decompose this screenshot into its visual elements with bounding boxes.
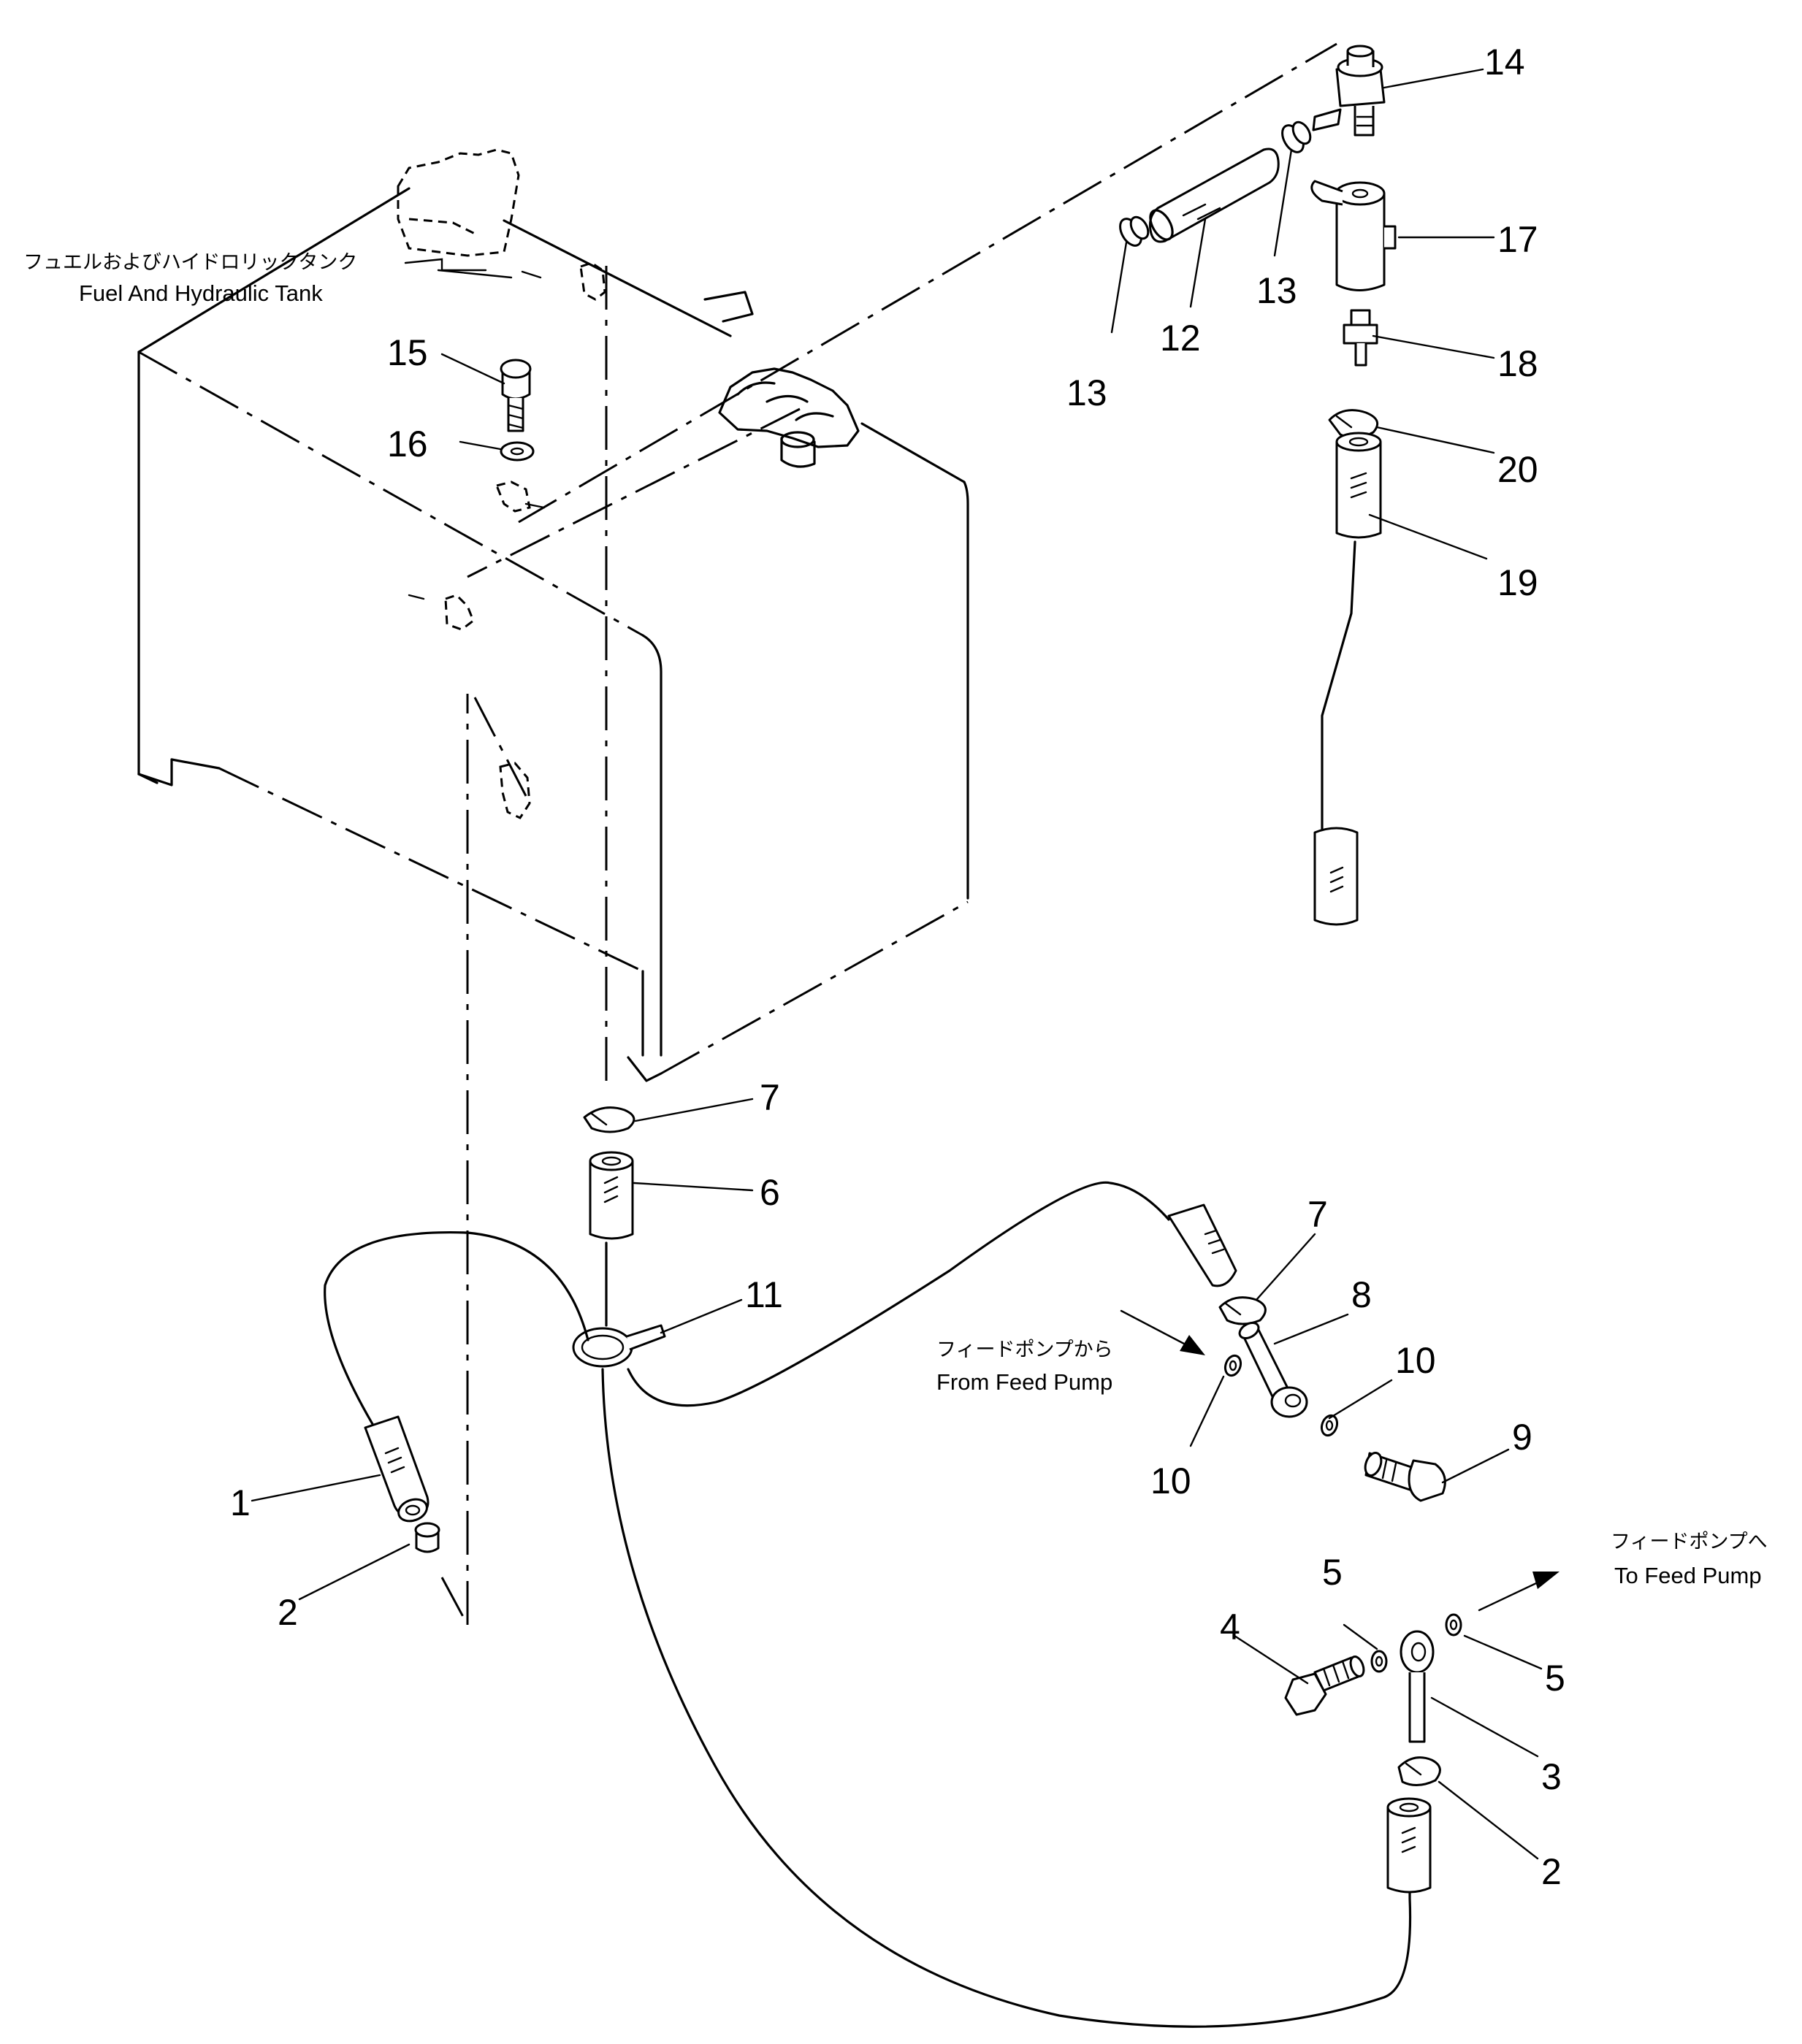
- assembly-centre-lines: [440, 42, 1337, 1626]
- hose-6: [589, 1151, 634, 1240]
- to-feed-pump-caption-japanese: フィードポンプへ: [1611, 1531, 1768, 1553]
- part-number-5-left: 5: [1322, 1552, 1343, 1593]
- washer-5-right: [1445, 1613, 1462, 1637]
- part-number-10-left: 10: [1150, 1461, 1191, 1501]
- part-number-7-upper: 7: [760, 1077, 780, 1118]
- part-number-19: 19: [1497, 562, 1538, 603]
- part-number-4: 4: [1220, 1607, 1240, 1647]
- part-number-8: 8: [1351, 1274, 1372, 1315]
- clamp-2-right: [1397, 1756, 1441, 1786]
- clamp-13-left: [1119, 215, 1150, 247]
- part-number-15: 15: [387, 332, 428, 373]
- hose-end-feed-in: [1167, 1203, 1237, 1287]
- part-number-20: 20: [1497, 449, 1538, 490]
- lower-hose-routing: [324, 1106, 1412, 2028]
- bolt-9: [1364, 1452, 1446, 1502]
- part-numbers: 14 17 13 12 13 18 20 19 15 16 7 6 11 7 8…: [230, 42, 1565, 1892]
- part-number-13-left: 13: [1066, 372, 1107, 413]
- to-feed-pump-caption-english: To Feed Pump: [1614, 1563, 1762, 1588]
- hose-12: [1149, 148, 1280, 243]
- hose-1: [364, 1415, 429, 1523]
- clamp-7-pump: [1218, 1296, 1267, 1325]
- part-number-2-left: 2: [278, 1592, 298, 1633]
- clamp-11: [572, 1324, 666, 1368]
- captions: フュエルおよびハイドロリックタンク Fuel And Hydraulic Tan…: [23, 251, 1768, 1588]
- banjo-8: [1238, 1322, 1308, 1418]
- arrow-head-out: [1532, 1572, 1559, 1589]
- from-feed-pump-fittings: [1218, 1296, 1446, 1502]
- washer-10-right: [1320, 1414, 1339, 1437]
- tank-bolt-assembly: [500, 359, 535, 462]
- bolt-4: [1284, 1656, 1365, 1716]
- tank-caption-japanese: フュエルおよびハイドロリックタンク: [23, 251, 357, 274]
- part-number-9: 9: [1512, 1417, 1532, 1458]
- washer-5-left: [1370, 1650, 1388, 1673]
- washer-16: [500, 441, 535, 462]
- part-number-17: 17: [1497, 219, 1538, 260]
- part-number-2-right: 2: [1541, 1851, 1562, 1892]
- part-number-12: 12: [1160, 318, 1201, 359]
- part-number-18: 18: [1497, 343, 1538, 384]
- part-number-10-right: 10: [1395, 1340, 1436, 1381]
- washer-10-left: [1223, 1354, 1242, 1377]
- part-number-1: 1: [230, 1482, 251, 1523]
- fuel-hydraulic-tank: [137, 148, 969, 1082]
- from-feed-pump-caption-japanese: フィードポンプから: [936, 1339, 1113, 1361]
- part-number-5-right: 5: [1545, 1658, 1565, 1699]
- hose-19: [1313, 432, 1382, 926]
- upper-return-hose-assembly: [1119, 45, 1386, 247]
- fitting-2-left: [414, 1522, 440, 1553]
- clamp-7-tank: [583, 1106, 635, 1133]
- flow-arrows: [1120, 1309, 1559, 1612]
- clamp-13-right: [1281, 120, 1312, 153]
- leader-lines: [251, 68, 1543, 1860]
- part-number-3: 3: [1541, 1756, 1562, 1797]
- part-number-16: 16: [387, 424, 428, 464]
- to-feed-pump-fittings: [1284, 1613, 1462, 1894]
- elbow-14: [1312, 45, 1386, 137]
- hose-2-right: [1386, 1797, 1432, 1894]
- part-number-7-lower: 7: [1307, 1194, 1328, 1235]
- from-feed-pump-caption-english: From Feed Pump: [936, 1369, 1112, 1395]
- valve-17: [1310, 180, 1397, 291]
- arrow-head-in: [1180, 1335, 1205, 1355]
- banjo-3: [1400, 1630, 1435, 1743]
- bolt-15: [500, 359, 532, 432]
- drain-assembly: [1310, 180, 1397, 926]
- part-number-13-right: 13: [1256, 270, 1297, 311]
- part-number-11: 11: [745, 1274, 783, 1315]
- clamp-20: [1328, 409, 1379, 439]
- part-number-14: 14: [1484, 42, 1525, 83]
- tank-caption-english: Fuel And Hydraulic Tank: [79, 280, 323, 306]
- part-number-6: 6: [760, 1172, 780, 1213]
- nipple-18: [1343, 309, 1378, 367]
